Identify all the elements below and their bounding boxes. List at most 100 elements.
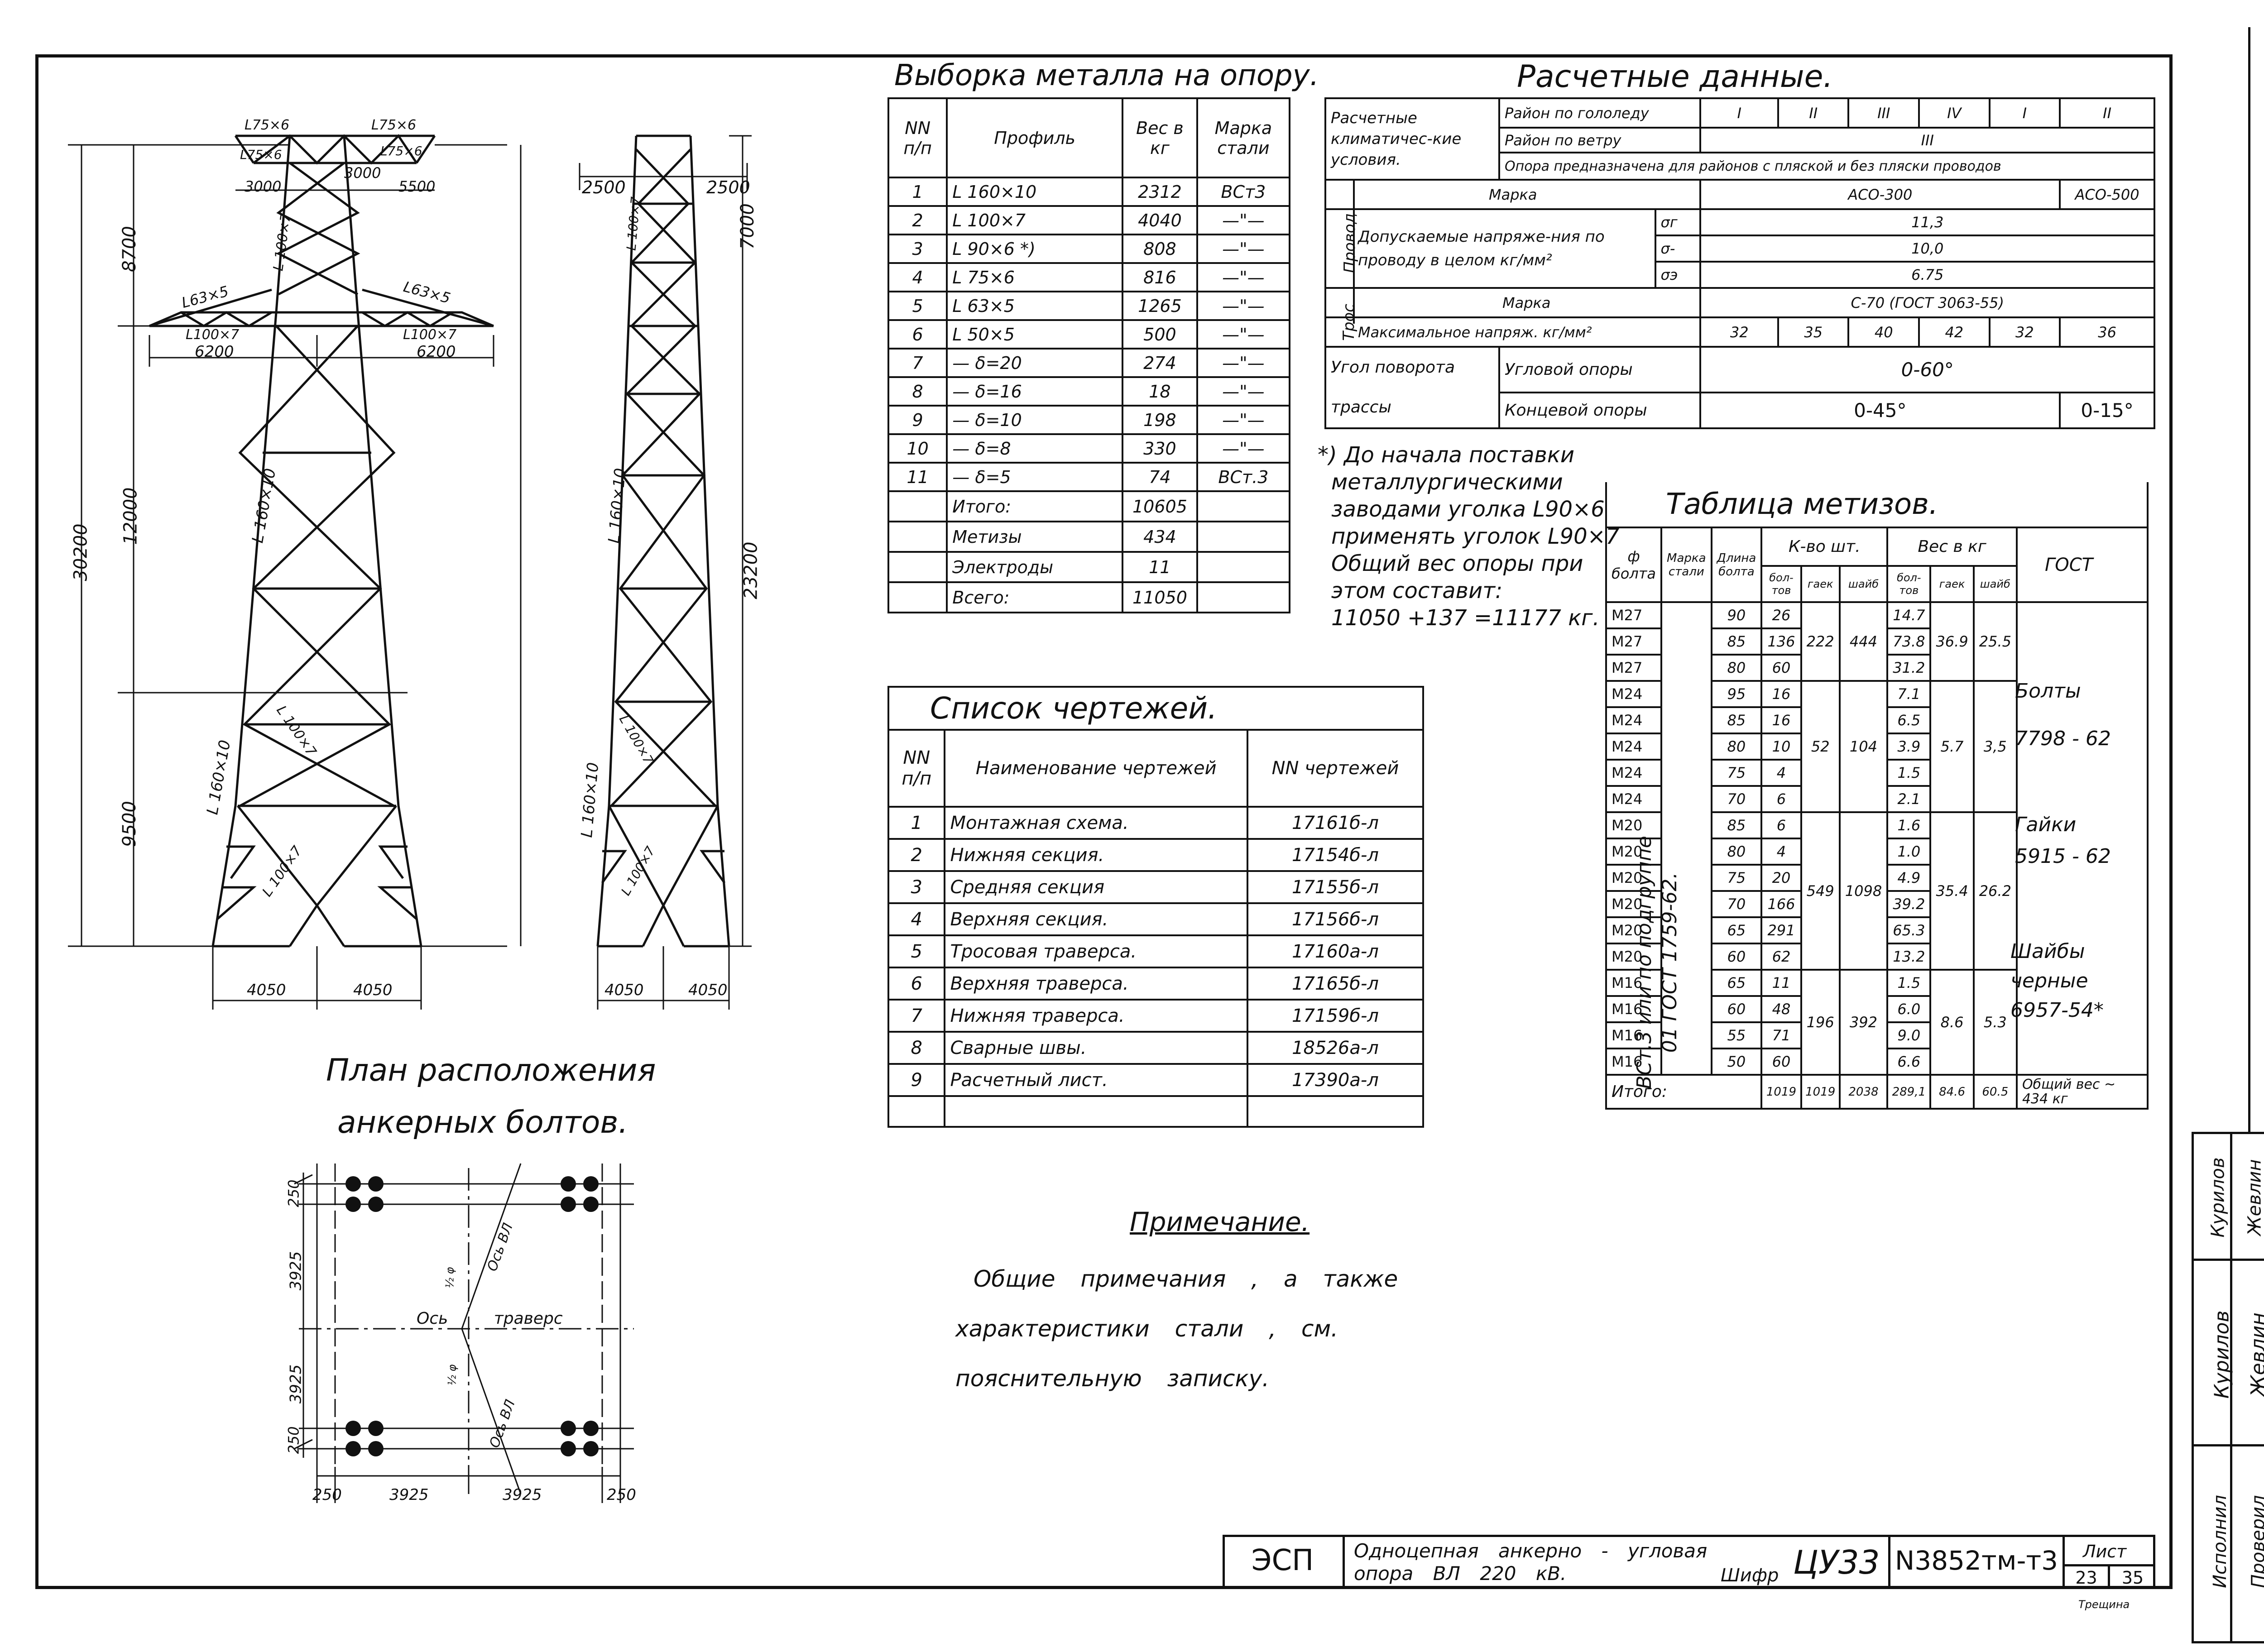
max-stress-value: 32 xyxy=(1699,316,1779,348)
cell: М24 xyxy=(1605,785,1663,813)
cell xyxy=(1196,581,1291,613)
cell: 6.6 xyxy=(1886,1048,1932,1076)
gost-bolts-num: 7798 - 62 xyxy=(2015,727,2111,750)
cell: 274 xyxy=(1122,348,1198,378)
title-sheet-divider xyxy=(2065,1564,2155,1566)
cell: 9.0 xyxy=(1886,1021,1932,1049)
cell: 70 xyxy=(1710,890,1763,918)
front-height-2: 12000 xyxy=(120,487,141,545)
cell: Расчетный лист. xyxy=(944,1063,1248,1097)
cell: 3,5 xyxy=(1972,680,2018,813)
stamp-name-2: Жевлин xyxy=(2244,1159,2264,1236)
brand-column xyxy=(1660,601,1712,1076)
cell: 75 xyxy=(1710,864,1763,892)
note-title: Примечание. xyxy=(1130,1207,1310,1237)
gost-column xyxy=(2015,601,2149,1076)
cell: 11 xyxy=(887,462,948,492)
cell: 17390а-л xyxy=(1247,1063,1424,1097)
cell: 16 xyxy=(1760,706,1802,734)
cell: М20 xyxy=(1605,811,1663,839)
end-support-label: Концевой опоры xyxy=(1498,391,1702,430)
front-top-dim-1: 3000 xyxy=(245,178,282,195)
cell: 3 xyxy=(887,234,948,264)
cell: 16 xyxy=(1760,680,1802,708)
cell: М16 xyxy=(1605,1021,1663,1049)
stress-value: 10,0 xyxy=(1699,235,2155,263)
front-top-label-1: L75×6 xyxy=(245,117,290,133)
hardware-header-weight: Вес в кг xyxy=(1886,527,2018,567)
title-cipher: ЦУ33 xyxy=(1793,1543,1880,1581)
anchor-plan-title-1: План расположения xyxy=(326,1053,656,1088)
hardware-table: Таблица метизов. ф болта Марка стали Дли… xyxy=(1605,482,2149,1110)
purpose-text: Опора предназначена для районов с пляско… xyxy=(1498,152,2156,181)
cell: L 50×5 xyxy=(946,319,1124,350)
cell: 330 xyxy=(1122,433,1198,464)
cell: 60.5 xyxy=(1972,1074,2018,1110)
cell: 6.5 xyxy=(1886,706,1932,734)
cell: —"— xyxy=(1196,405,1291,435)
front-traverse-dim-2: 6200 xyxy=(417,343,456,361)
front-member-4: L100×7 xyxy=(186,327,240,343)
cell: 74 xyxy=(1122,462,1198,492)
title-number: N3852тм-т3 xyxy=(1888,1535,2065,1589)
cell: — δ=5 xyxy=(946,462,1124,492)
cell: 5 xyxy=(887,291,948,321)
title-sheet-num: 23 xyxy=(2065,1566,2110,1589)
cell xyxy=(944,1095,1248,1128)
anchor-bolt xyxy=(345,1441,361,1456)
front-height-1: 8700 xyxy=(119,226,140,272)
front-base-dim-1: 4050 xyxy=(247,981,286,999)
ice-value: II xyxy=(2059,97,2155,129)
anchor-bolt xyxy=(583,1421,599,1436)
table-row: Максимальное напряж. кг/мм² 32 35 40 42 … xyxy=(1324,316,2155,348)
front-top-label-3: L75×6 xyxy=(240,147,282,162)
table-row: Итого:10605 xyxy=(887,490,1291,522)
angle-support-value: 0-60° xyxy=(1699,346,2155,393)
cell: Нижняя секция. xyxy=(944,838,1248,872)
ice-value: I xyxy=(1699,97,1779,129)
title-org: ЭСП xyxy=(1223,1535,1345,1589)
stress-label: Допускаемые напряже-ния по проводу в цел… xyxy=(1324,208,1656,289)
hardware-table-title: Таблица метизов. xyxy=(1605,482,2149,528)
cell: 3.9 xyxy=(1886,733,1932,761)
cell xyxy=(1196,551,1291,583)
cell: 80 xyxy=(1710,838,1763,866)
side-height-1: 7000 xyxy=(737,203,758,249)
cell xyxy=(1196,490,1291,522)
cell xyxy=(887,521,948,553)
cell: 85 xyxy=(1710,627,1763,656)
cell: 8.6 xyxy=(1929,969,1975,1076)
gost-nuts: Гайки xyxy=(2015,813,2077,836)
cell: 6.0 xyxy=(1886,995,1932,1023)
drawings-table-title: Список чертежей. xyxy=(887,686,1424,731)
cell: 52 xyxy=(1800,680,1841,813)
cell: 9 xyxy=(887,1063,946,1097)
cell: Электроды xyxy=(946,551,1124,583)
anchor-bolt xyxy=(583,1197,599,1212)
max-stress-value: 36 xyxy=(2059,316,2155,348)
cell: 4 xyxy=(1760,759,1802,787)
front-height-total: 30200 xyxy=(70,523,91,581)
cell: 11 xyxy=(1760,969,1802,997)
cell: М24 xyxy=(1605,759,1663,787)
title-description-2: опора ВЛ 220 кВ. xyxy=(1354,1562,1567,1585)
cell: 2312 xyxy=(1122,177,1198,207)
max-stress-value: 42 xyxy=(1918,316,1991,348)
cell: 434 xyxy=(1122,521,1198,553)
